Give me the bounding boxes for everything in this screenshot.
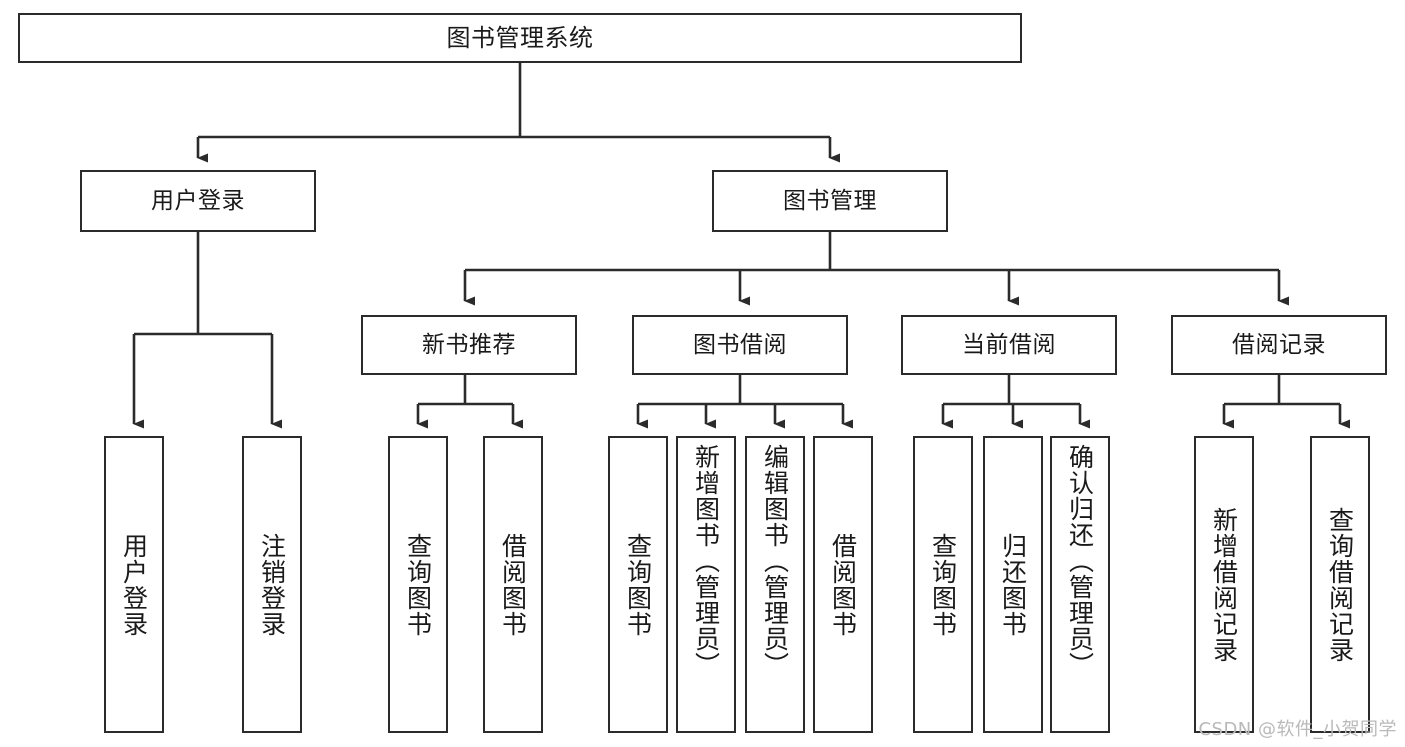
node-leaf-add-book[interactable]: 新增图书（管理员） — [676, 436, 736, 733]
node-label: 查询图书 — [928, 532, 958, 637]
node-leaf-borrow-book-1[interactable]: 借阅图书 — [483, 436, 543, 733]
node-label: 图书管理系统 — [446, 24, 594, 52]
node-label: 注销登录 — [257, 532, 287, 637]
node-label: 用户登录 — [151, 187, 245, 214]
node-label: 新增图书（管理员） — [691, 444, 721, 678]
watermark-text: CSDN @软件_小贺同学 — [1198, 719, 1397, 740]
node-label: 新书推荐 — [422, 331, 516, 358]
node-new-book-recommend[interactable]: 新书推荐 — [361, 315, 577, 375]
node-label: 新增借阅记录 — [1209, 506, 1239, 663]
node-label: 确认归还（管理员） — [1065, 444, 1095, 678]
node-label: 当前借阅 — [962, 331, 1056, 358]
node-book-manage[interactable]: 图书管理 — [712, 170, 948, 232]
node-leaf-borrow-book-2[interactable]: 借阅图书 — [813, 436, 873, 733]
node-user-login[interactable]: 用户登录 — [80, 170, 316, 232]
node-leaf-query-book-1[interactable]: 查询图书 — [388, 436, 448, 733]
node-label: 查询图书 — [623, 532, 653, 637]
node-label: 查询借阅记录 — [1325, 506, 1355, 663]
node-label: 用户登录 — [119, 532, 149, 637]
node-leaf-query-book-3[interactable]: 查询图书 — [913, 436, 973, 733]
node-label: 借阅图书 — [828, 532, 858, 637]
node-label: 查询图书 — [403, 532, 433, 637]
node-leaf-confirm-return[interactable]: 确认归还（管理员） — [1050, 436, 1110, 733]
node-leaf-query-book-2[interactable]: 查询图书 — [608, 436, 668, 733]
node-leaf-logout[interactable]: 注销登录 — [242, 436, 302, 733]
node-label: 图书借阅 — [693, 331, 787, 358]
node-label: 借阅图书 — [498, 532, 528, 637]
node-leaf-user-login[interactable]: 用户登录 — [104, 436, 164, 733]
node-root-system[interactable]: 图书管理系统 — [18, 13, 1022, 63]
node-label: 图书管理 — [783, 187, 877, 214]
node-leaf-return-book[interactable]: 归还图书 — [983, 436, 1043, 733]
node-label: 编辑图书（管理员） — [760, 444, 790, 678]
node-current-borrow[interactable]: 当前借阅 — [901, 315, 1117, 375]
node-leaf-add-record[interactable]: 新增借阅记录 — [1194, 436, 1254, 733]
node-label: 借阅记录 — [1232, 331, 1326, 358]
node-leaf-query-record[interactable]: 查询借阅记录 — [1310, 436, 1370, 733]
node-label: 归还图书 — [998, 532, 1028, 637]
node-leaf-edit-book[interactable]: 编辑图书（管理员） — [745, 436, 805, 733]
node-borrow-record[interactable]: 借阅记录 — [1171, 315, 1387, 375]
node-book-borrow[interactable]: 图书借阅 — [632, 315, 848, 375]
